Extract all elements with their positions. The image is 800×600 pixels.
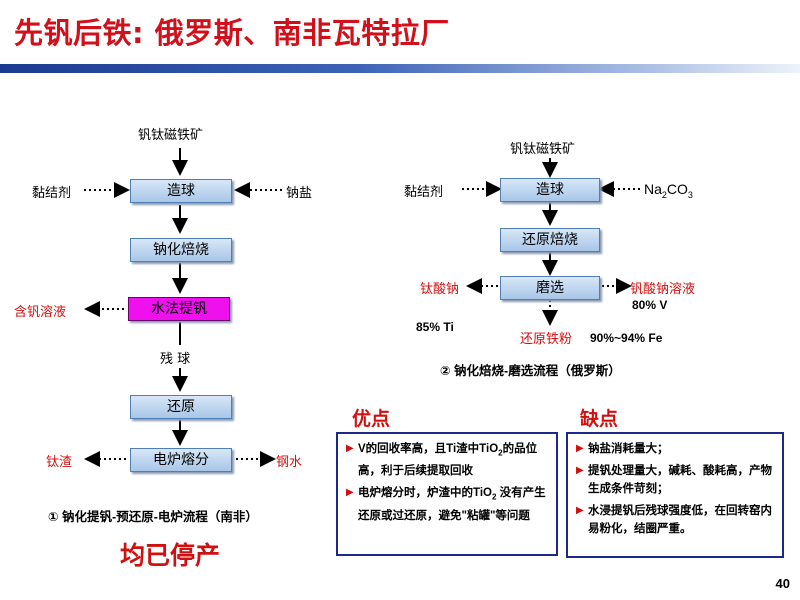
- cons-panel: ▶钠盐消耗量大； ▶提钒处理量大，碱耗、酸耗高，产物生成条件苛刻； ▶水浸提钒后…: [566, 432, 784, 558]
- right-flow-caption: ② 钠化焙烧-磨选流程（俄罗斯）: [440, 364, 621, 378]
- right-input-ore: 钒钛磁铁矿: [510, 142, 576, 157]
- left-binder-label: 黏结剂: [32, 186, 72, 201]
- page-title: 先钒后铁: 俄罗斯、南非瓦特拉厂: [14, 16, 450, 50]
- right-binder-label: 黏结剂: [404, 185, 444, 200]
- left-step-smelt: 电炉熔分: [130, 448, 232, 472]
- right-vanadate-pct: 80% V: [632, 298, 668, 312]
- right-iron-powder-pct: 90%~94% Fe: [590, 331, 663, 345]
- bullet-icon: ▶: [346, 443, 354, 454]
- right-na2co3-label: Na2CO3: [644, 181, 693, 200]
- left-iron-output: 钢水: [276, 455, 303, 470]
- left-input-ore: 钒钛磁铁矿: [138, 128, 204, 143]
- pros-item: ▶电炉熔分时，炉渣中的TiO2 没有产生还原或过还原，避免"粘罐"等问题: [346, 484, 550, 524]
- bullet-icon: ▶: [576, 505, 584, 516]
- right-step-roast: 还原焙烧: [500, 228, 600, 252]
- right-step-separate: 磨选: [500, 276, 600, 300]
- left-flow-caption: ① 钠化提钒-预还原-电炉流程（南非）: [48, 510, 258, 524]
- left-leach-output: 含钒溶液: [14, 305, 67, 320]
- left-step-pelletize: 造球: [130, 179, 232, 203]
- cons-item: ▶钠盐消耗量大；: [576, 440, 776, 458]
- left-slag-output: 钛渣: [46, 455, 73, 470]
- right-titanate-output: 钛酸钠: [420, 282, 460, 297]
- bullet-icon: ▶: [576, 443, 584, 454]
- left-residue-label: 残 球: [160, 352, 191, 367]
- left-step-leach: 水法提钒: [128, 297, 230, 321]
- right-titanate-pct: 85% Ti: [416, 320, 454, 334]
- bullet-icon: ▶: [576, 465, 584, 476]
- left-salt-label: 钠盐: [286, 186, 313, 201]
- right-iron-powder-output: 还原铁粉: [520, 332, 573, 347]
- cons-heading: 缺点: [580, 408, 619, 430]
- left-flow-status: 均已停产: [120, 541, 221, 570]
- page-number: 40: [775, 576, 790, 591]
- title-divider: [0, 64, 800, 73]
- left-step-roast: 钠化焙烧: [130, 238, 232, 262]
- bullet-icon: ▶: [346, 487, 354, 499]
- right-step-pelletize: 造球: [500, 178, 600, 202]
- pros-heading: 优点: [352, 408, 391, 430]
- cons-item: ▶水浸提钒后残球强度低，在回转窑内易粉化，结圈严重。: [576, 502, 776, 538]
- right-vanadate-output: 钒酸钠溶液: [630, 282, 696, 297]
- pros-item: ▶V的回收率高，且Ti渣中TiO2的品位高，利于后续提取回收: [346, 440, 550, 480]
- pros-panel: ▶V的回收率高，且Ti渣中TiO2的品位高，利于后续提取回收 ▶电炉熔分时，炉渣…: [336, 432, 558, 556]
- cons-item: ▶提钒处理量大，碱耗、酸耗高，产物生成条件苛刻；: [576, 462, 776, 498]
- left-step-reduce: 还原: [130, 395, 232, 419]
